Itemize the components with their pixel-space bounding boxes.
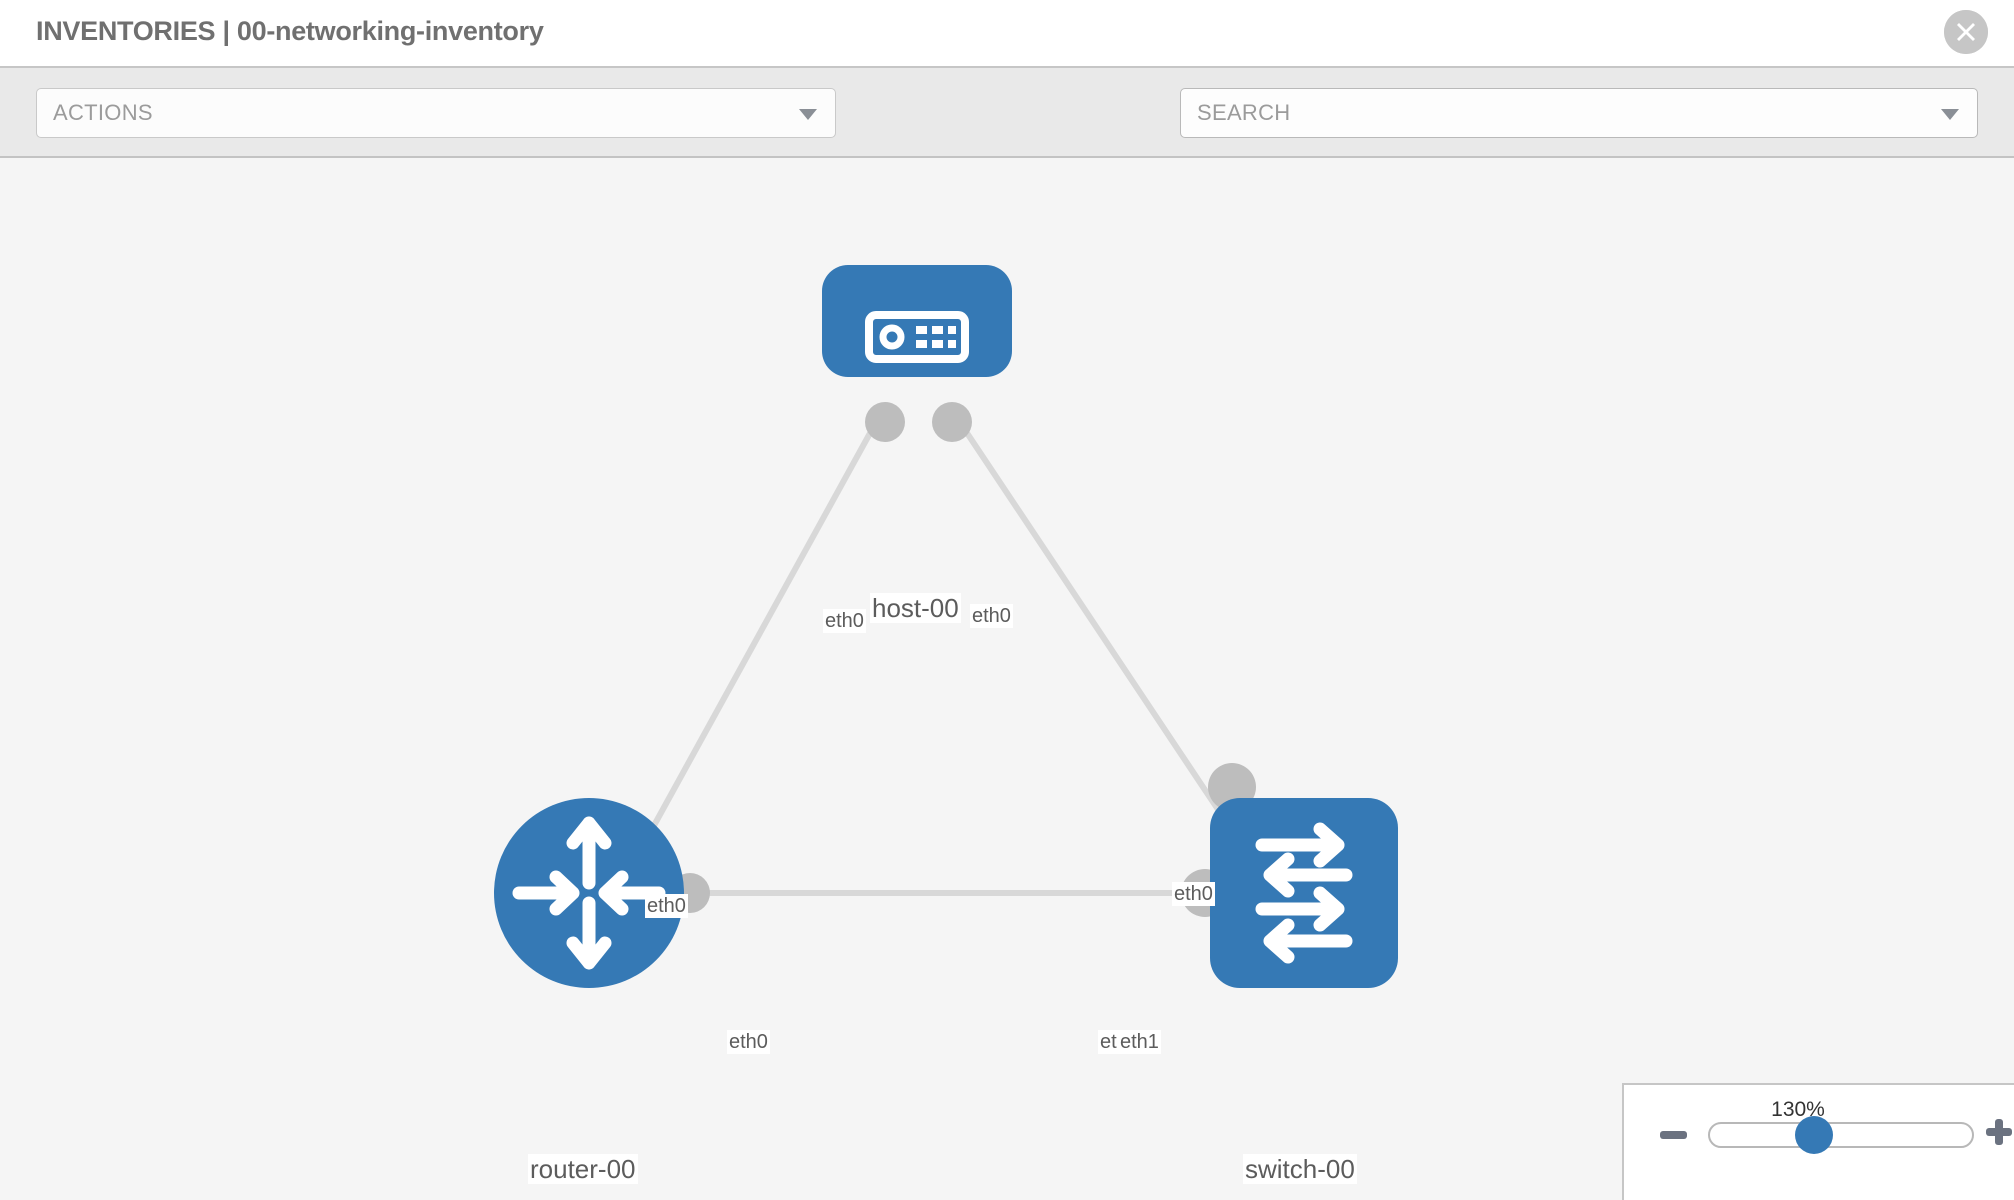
node-label-switch-00: switch-00	[1243, 1154, 1357, 1184]
chevron-down-icon	[1941, 109, 1959, 120]
topology-graph	[494, 265, 1398, 988]
search-input-value: SEARCH	[1197, 100, 1291, 125]
node-switch-00[interactable]	[1210, 798, 1398, 988]
search-input[interactable]: SEARCH	[1180, 88, 1978, 138]
interface-label-host-right: eth0	[970, 604, 1013, 628]
page-title: INVENTORIES | 00-networking-inventory	[36, 16, 544, 46]
nub-host-right[interactable]	[932, 402, 972, 442]
node-label-router-00: router-00	[528, 1154, 638, 1184]
actions-dropdown[interactable]: ACTIONS	[36, 88, 836, 138]
toolbar: ACTIONS SEARCH	[0, 68, 2014, 197]
node-router-00[interactable]	[494, 798, 684, 988]
actions-dropdown-label: ACTIONS	[53, 100, 153, 125]
zoom-out-button[interactable]	[1660, 1131, 1687, 1139]
interface-label-switch-left: eth1	[1118, 1030, 1161, 1054]
page-header: INVENTORIES | 00-networking-inventory	[0, 0, 2014, 68]
node-label-host-00: host-00	[870, 593, 961, 623]
zoom-slider-handle[interactable]	[1795, 1116, 1833, 1154]
zoom-control-panel: 130%	[1622, 1083, 2014, 1200]
interface-label-router-right: eth0	[727, 1030, 770, 1054]
node-host-00[interactable]	[822, 265, 1012, 377]
interface-label-router-up: eth0	[645, 894, 688, 918]
topology-canvas[interactable]: eth0 eth0 eth0 eth0 eth0 eth eth1 host-0…	[0, 160, 2014, 1200]
zoom-in-button[interactable]	[1986, 1119, 2012, 1145]
interface-label-host-left: eth0	[823, 609, 866, 633]
zoom-slider-track[interactable]	[1708, 1122, 1974, 1148]
close-button[interactable]	[1944, 10, 1988, 54]
link-host-router[interactable]	[632, 413, 883, 862]
link-host-switch[interactable]	[952, 413, 1248, 852]
zoom-percent-label: 130%	[1771, 1098, 1825, 1121]
close-icon	[1944, 10, 1988, 54]
chevron-down-icon	[799, 109, 817, 120]
interface-label-switch-up: eth0	[1172, 882, 1215, 906]
nub-host-left[interactable]	[865, 402, 905, 442]
